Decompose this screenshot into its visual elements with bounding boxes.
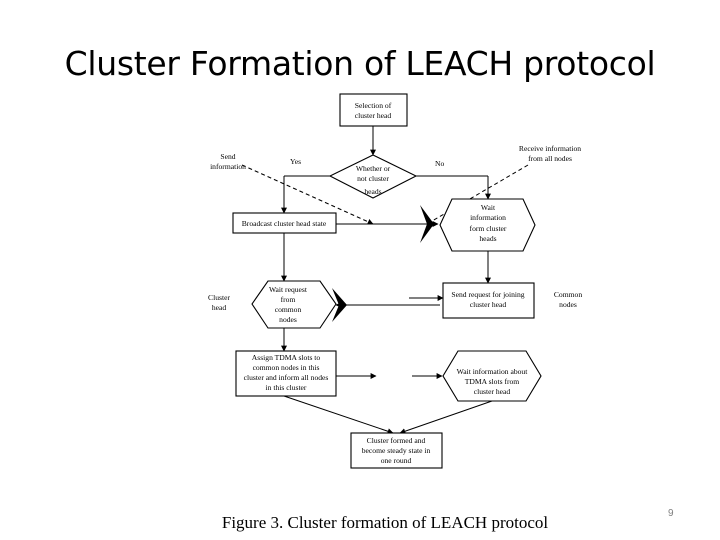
wait-info-label-4: heads: [479, 234, 496, 243]
selection-label-2: cluster head: [355, 111, 392, 120]
crossing-markers: [332, 205, 434, 322]
flow-nodes: [232, 93, 542, 469]
arrow-wait-tdma-to-formed: [399, 400, 493, 435]
common-nodes-label-1: Common: [554, 290, 582, 299]
assign-label-2: common nodes in this: [253, 363, 320, 372]
no-label: No: [435, 159, 444, 168]
assign-label-3: cluster and inform all nodes: [244, 373, 329, 382]
slide-title: Cluster Formation of LEACH protocol: [64, 44, 656, 83]
wait-request-label-4: nodes: [279, 315, 297, 324]
flow-connectors: [241, 126, 529, 435]
decision-label-1: Whether or: [356, 164, 391, 173]
broadcast-label: Broadcast cluster head state: [242, 219, 327, 228]
crossing-marker-upper: [420, 205, 434, 243]
wait-info-label-2: information: [470, 213, 506, 222]
wait-tdma-label-2: TDMA slots from: [465, 377, 520, 386]
selection-label-1: Selection of: [355, 101, 392, 110]
crossing-marker-middle: [332, 288, 347, 322]
send-info-label-2: information: [210, 162, 246, 171]
formed-label-3: one round: [381, 456, 412, 465]
decision-label-2: not cluster: [357, 174, 389, 183]
broadcast-box: [232, 212, 337, 234]
formed-box: [350, 432, 443, 469]
formed-label-1: Cluster formed and: [367, 436, 426, 445]
receive-info-label-1: Receive information: [519, 144, 581, 153]
cluster-head-label-2: head: [212, 303, 227, 312]
wait-info-label-3: form cluster: [470, 224, 507, 233]
decision-label-3: heads: [364, 187, 381, 196]
receive-info-label-2: from all nodes: [528, 154, 572, 163]
formed-label-2: become steady state in: [362, 446, 431, 455]
decision-diamond: [328, 154, 418, 199]
wait-tdma-hexagon: [442, 350, 542, 402]
assign-box: [235, 350, 337, 397]
page-number: 9: [668, 508, 674, 519]
send-request-label-1: Send request for joining: [451, 290, 524, 299]
send-info-label-1: Send: [220, 152, 235, 161]
cluster-head-label-1: Cluster: [208, 293, 230, 302]
assign-label-4: in this cluster: [266, 383, 307, 392]
send-request-label-2: cluster head: [470, 300, 507, 309]
send-request-box: [442, 282, 535, 319]
arrow-send-information: [241, 164, 374, 225]
wait-tdma-label-3: cluster head: [474, 387, 511, 396]
assign-label-1: Assign TDMA slots to: [252, 353, 321, 362]
wait-request-hexagon: [251, 280, 337, 329]
arrow-assign-to-formed: [283, 395, 394, 435]
wait-info-label-1: Wait: [481, 203, 496, 212]
arrow-receive-information: [426, 164, 529, 225]
wait-info-hexagon: [439, 198, 536, 252]
yes-label: Yes: [290, 157, 301, 166]
wait-tdma-label-1: Wait information about: [457, 367, 529, 376]
common-nodes-label-2: nodes: [559, 300, 577, 309]
wait-request-label-1: Wait request: [269, 285, 308, 294]
wait-request-label-3: common: [275, 305, 302, 314]
selection-box: [339, 93, 408, 127]
figure-caption: Figure 3. Cluster formation of LEACH pro…: [221, 513, 549, 532]
wait-request-label-2: from: [281, 295, 296, 304]
flow-labels: Selection of cluster head Whether or not…: [208, 101, 582, 465]
